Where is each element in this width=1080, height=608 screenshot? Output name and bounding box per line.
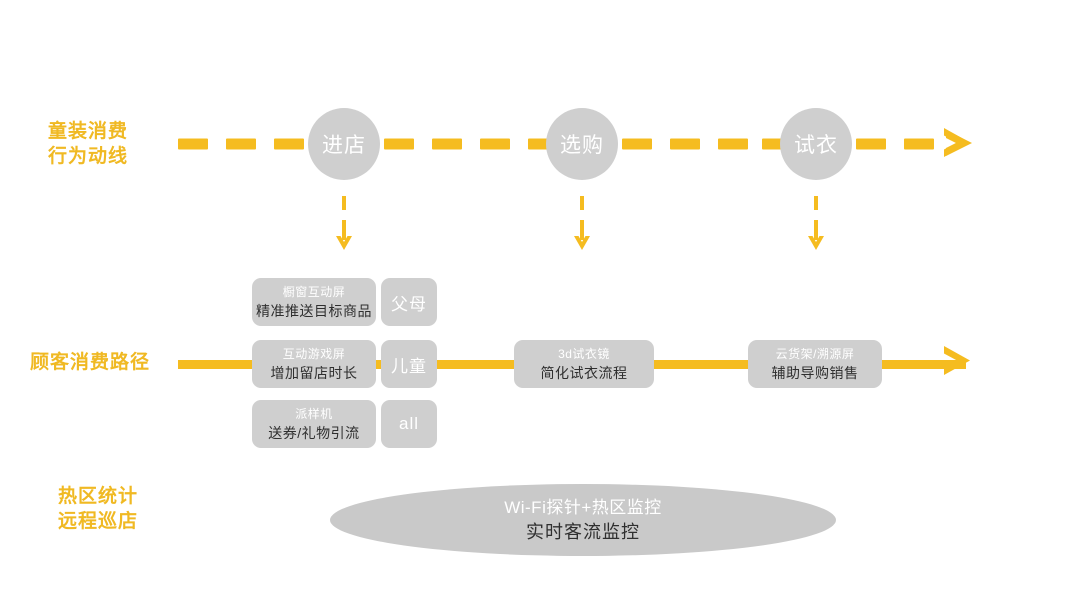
monitoring-title: Wi-Fi探针+热区监控 <box>504 497 662 517</box>
audience-tag-label: all <box>398 414 419 433</box>
solution-title: 互动游戏屏 <box>282 346 346 361</box>
solution-box-interactive-game-screen[interactable]: 互动游戏屏 增加留店时长 <box>252 340 376 388</box>
journey-stage-label: 选购 <box>560 134 604 157</box>
row-label-customer-path: 顾客消费路径 <box>30 352 151 373</box>
arrow-right-icon-path <box>944 346 970 375</box>
journey-stage-circle-1[interactable]: 进店 <box>308 108 380 180</box>
solution-subtitle: 精准推送目标商品 <box>256 302 372 319</box>
row-label-heatmap-statistics: 热区统计 远程巡店 <box>58 486 139 532</box>
solution-title: 派样机 <box>295 406 333 421</box>
audience-tag-label: 父母 <box>391 294 427 314</box>
solution-subtitle: 辅助导购销售 <box>771 364 859 381</box>
journey-stage-label: 试衣 <box>794 134 838 157</box>
solution-subtitle: 简化试衣流程 <box>540 364 628 381</box>
arrow-down-icon-stage-1 <box>336 196 352 250</box>
audience-tag-label: 儿童 <box>391 356 427 376</box>
row-label-journey: 童装消费 行为动线 <box>48 121 129 167</box>
arrow-down-icon-stage-2 <box>574 196 590 250</box>
arrow-right-icon <box>944 128 972 157</box>
monitoring-ellipse[interactable]: Wi-Fi探针+热区监控 实时客流监控 <box>330 484 836 556</box>
solution-title: 橱窗互动屏 <box>282 284 346 299</box>
journey-stage-label: 进店 <box>322 134 366 157</box>
solution-title: 3d试衣镜 <box>558 346 610 361</box>
audience-tag-all[interactable]: all <box>381 400 437 448</box>
monitoring-subtitle: 实时客流监控 <box>526 521 640 542</box>
solution-box-3d-fitting-mirror[interactable]: 3d试衣镜 简化试衣流程 <box>514 340 654 388</box>
journey-stage-circle-2[interactable]: 选购 <box>546 108 618 180</box>
solution-box-cloud-shelf-traceability-screen[interactable]: 云货架/溯源屏 辅助导购销售 <box>748 340 882 388</box>
journey-stage-circle-3[interactable]: 试衣 <box>780 108 852 180</box>
solution-subtitle: 增加留店时长 <box>270 364 358 381</box>
audience-tag-children[interactable]: 儿童 <box>381 340 437 388</box>
arrow-down-icon-stage-3 <box>808 196 824 250</box>
solution-title: 云货架/溯源屏 <box>775 346 855 361</box>
solution-subtitle: 送券/礼物引流 <box>268 424 360 441</box>
audience-tag-parents[interactable]: 父母 <box>381 278 437 326</box>
solution-box-sampling-machine[interactable]: 派样机 送券/礼物引流 <box>252 400 376 448</box>
solution-box-window-interactive-screen[interactable]: 橱窗互动屏 精准推送目标商品 <box>252 278 376 326</box>
